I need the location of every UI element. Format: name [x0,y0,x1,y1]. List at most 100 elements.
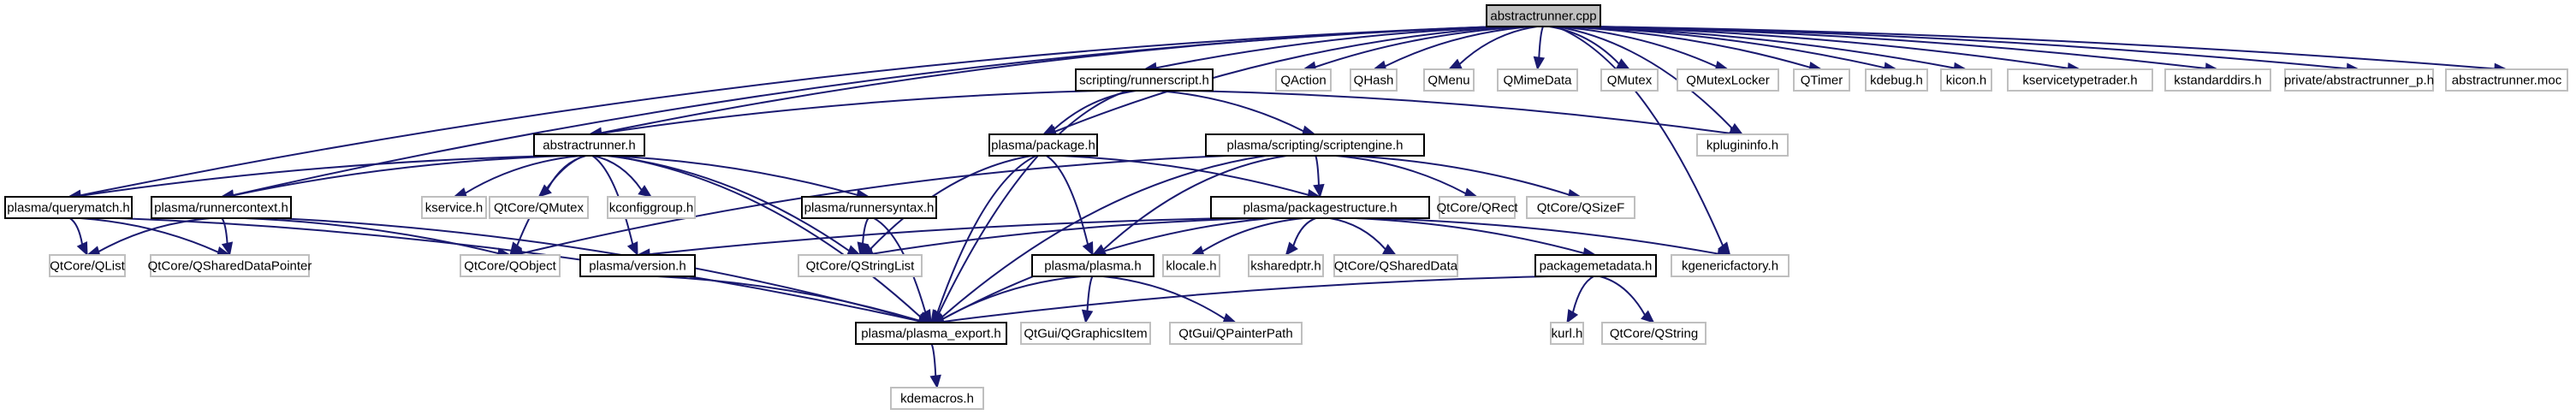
edge-line [871,217,1261,255]
node-kplugininfo[interactable]: kplugininfo.h [1696,133,1789,157]
edge-line [1600,276,1646,316]
node-qlist[interactable]: QtCore/QList [49,254,126,277]
edge-line [1549,26,1620,65]
node-qsizef[interactable]: QtCore/QSizeF [1526,196,1635,219]
node-qrect[interactable]: QtCore/QRect [1436,196,1518,219]
node-qtcore_qmutex[interactable]: QtCore/QMutex [489,196,589,219]
node-qmenu[interactable]: QMenu [1423,68,1475,92]
edge-root-to-qmutex [1549,26,1631,70]
node-label: plasma/runnercontext.h [154,201,288,216]
edge-line [656,276,920,322]
node-qobject[interactable]: QtCore/QObject [460,254,561,277]
edge-line [1054,90,1137,130]
node-scriptengine[interactable]: plasma/scripting/scriptengine.h [1205,133,1425,157]
edge-packagestructure-to-ksharedptr [1285,217,1316,256]
edge-line [601,90,1101,134]
node-kconfiggroup[interactable]: kconfiggroup.h [607,196,696,219]
node-kicon[interactable]: kicon.h [1940,68,1992,92]
arrowhead-icon [857,241,869,257]
edge-line [592,155,643,191]
node-label: kicon.h [1946,74,1987,88]
node-kstandarddirs[interactable]: kstandarddirs.h [2164,68,2271,92]
node-label: packagemetadata.h [1540,259,1653,274]
node-qmutex[interactable]: QMutex [1600,68,1659,92]
node-label: QtCore/QMutex [494,201,585,216]
edge-line [221,217,229,244]
node-label: QtCore/QSizeF [1537,201,1625,216]
edge-line [941,155,1267,318]
node-label: QtGui/QPainterPath [1178,327,1292,341]
node-kgenericfactory[interactable]: kgenericfactory.h [1671,254,1790,277]
node-version[interactable]: plasma/version.h [579,254,696,277]
edge-line [516,155,585,246]
node-runnercontext[interactable]: plasma/runnercontext.h [151,196,292,219]
edge-line [1292,217,1316,246]
node-box [150,254,310,277]
node-abstractrunner_h[interactable]: abstractrunner.h [533,133,645,157]
node-plasma_export[interactable]: plasma/plasma_export.h [855,322,1007,345]
edge-packagemetadata-to-qstring [1600,276,1655,323]
node-qtimer[interactable]: QTimer [1793,68,1850,92]
node-moc[interactable]: abstractrunner.moc [2445,68,2568,92]
edge-runnercontext-to-qlist [86,217,211,258]
node-box [1677,68,1779,92]
node-qmutexlocker[interactable]: QMutexLocker [1677,68,1779,92]
edge-line [1157,90,1304,133]
node-querymatch[interactable]: plasma/querymatch.h [4,196,133,219]
node-private[interactable]: private/abstractrunner_p.h [2284,68,2434,92]
arrowhead-icon [76,241,88,257]
edge-line [1555,26,1717,68]
node-label: kplugininfo.h [1706,139,1778,153]
node-qhash[interactable]: QHash [1350,68,1398,92]
edge-line [1349,155,1570,196]
node-kservice[interactable]: kservice.h [421,196,487,219]
arrowhead-icon [638,185,653,198]
node-label: abstractrunner.cpp [1490,9,1596,24]
node-qaction[interactable]: QAction [1275,68,1332,92]
arrowhead-icon [1082,241,1094,257]
edge-root-to-kicon [1571,26,1968,74]
node-root: abstractrunner.cpp [1486,4,1601,27]
node-label: plasma/version.h [589,259,686,274]
node-plasma_h[interactable]: plasma/plasma.h [1031,254,1154,277]
node-label: QMutex [1607,74,1653,88]
node-box [1671,254,1790,277]
node-box [2164,68,2271,92]
node-kurl[interactable]: kurl.h [1550,322,1584,345]
edge-line [521,155,1228,255]
arrowhead-icon [929,374,941,389]
node-runnerscript[interactable]: scripting/runnerscript.h [1075,68,1214,92]
edge-line [1385,26,1533,68]
edge-line [244,217,499,255]
node-package[interactable]: plasma/package.h [988,133,1098,157]
node-box [489,196,589,219]
node-qgraphicsitem[interactable]: QtGui/QGraphicsItem [1020,322,1151,345]
node-qpainterpath[interactable]: QtGui/QPainterPath [1169,322,1303,345]
node-kdemacros[interactable]: kdemacros.h [890,387,984,410]
node-klocale[interactable]: klocale.h [1162,254,1220,277]
edge-line [1372,217,1718,255]
edge-packagemetadata-to-kurl [1566,276,1594,324]
node-qmimedata[interactable]: QMimeData [1497,68,1578,92]
arrowhead-icon [846,245,862,257]
node-qstring[interactable]: QtCore/QString [1601,322,1706,345]
node-qshareddata[interactable]: QtCore/QSharedData [1333,254,1458,277]
node-label: private/abstractrunner_p.h [2284,74,2434,88]
edge-line [465,155,581,194]
edge-line [1202,217,1304,252]
node-packagemetadata[interactable]: packagemetadata.h [1534,254,1657,277]
node-kservicetypetrader[interactable]: kservicetypetrader.h [2007,68,2153,92]
node-qstringlist[interactable]: QtCore/QStringList [798,254,923,277]
node-box [988,133,1098,157]
node-qshareddatapointer[interactable]: QtCore/QSharedDataPointer [148,254,312,277]
node-packagestructure[interactable]: plasma/packagestructure.h [1210,196,1430,219]
node-box [1600,68,1659,92]
node-box [1162,254,1220,277]
node-box [1696,133,1789,157]
node-ksharedptr[interactable]: ksharedptr.h [1248,254,1324,277]
node-runnersyntax[interactable]: plasma/runnersyntax.h [801,196,937,219]
node-kdebug[interactable]: kdebug.h [1865,68,1928,92]
node-label: plasma/plasma_export.h [861,327,1000,341]
node-box [1550,322,1584,345]
edge-line [936,155,1037,313]
